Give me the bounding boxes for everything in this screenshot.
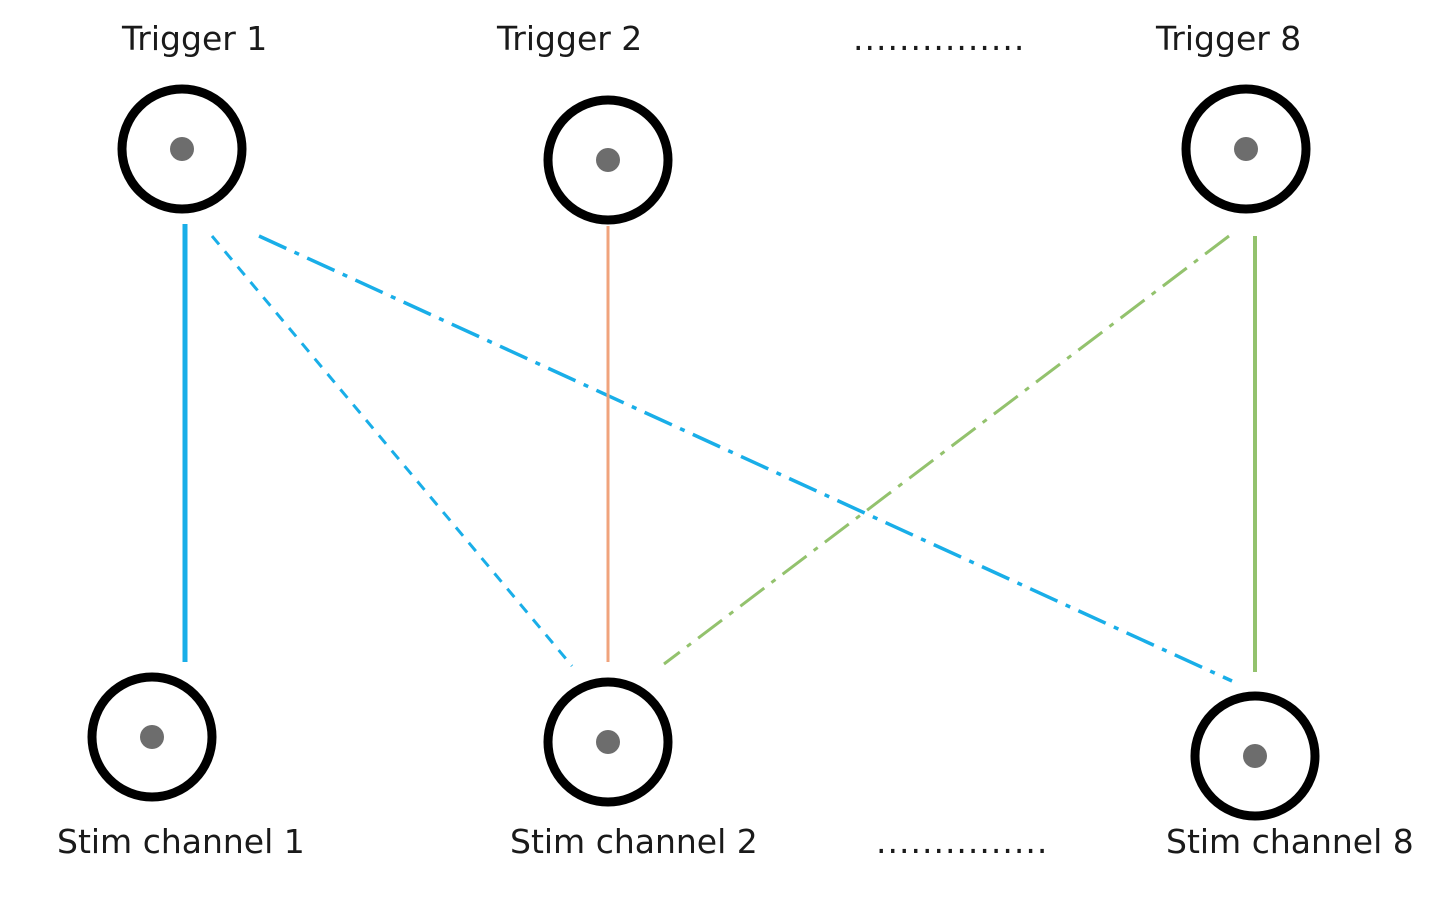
- trigger-1-node: [117, 84, 247, 214]
- stim-channel-1-label: Stim channel 1: [57, 822, 305, 861]
- stim-channel-8-label: Stim channel 8: [1166, 822, 1414, 861]
- stim-channel-2-label: Stim channel 2: [510, 822, 758, 861]
- stim-channel-1-center-dot: [140, 725, 164, 749]
- trigger-8-node: [1181, 84, 1311, 214]
- trigger-2-node: [543, 95, 673, 225]
- trigger-2-center-dot: [596, 148, 620, 172]
- stim-channel-8-center-dot: [1243, 744, 1267, 768]
- stim-channel-2-center-dot: [596, 730, 620, 754]
- trigger-1-center-dot: [170, 137, 194, 161]
- link-trigger1-stim8: [258, 234, 1233, 683]
- trigger-8-label: Trigger 8: [1156, 19, 1302, 58]
- trigger-8-center-dot: [1234, 137, 1258, 161]
- link-trigger8-stim2: [663, 234, 1230, 666]
- stim-channel-1-node: [87, 672, 217, 802]
- bottom-ellipsis: ...............: [876, 822, 1049, 861]
- stim-channel-8-node: [1190, 691, 1320, 821]
- top-ellipsis: ...............: [853, 19, 1026, 58]
- link-trigger1-stim2: [210, 235, 574, 667]
- trigger-2-label: Trigger 2: [497, 19, 643, 58]
- trigger-1-label: Trigger 1: [122, 19, 268, 58]
- stim-channel-2-node: [543, 677, 673, 807]
